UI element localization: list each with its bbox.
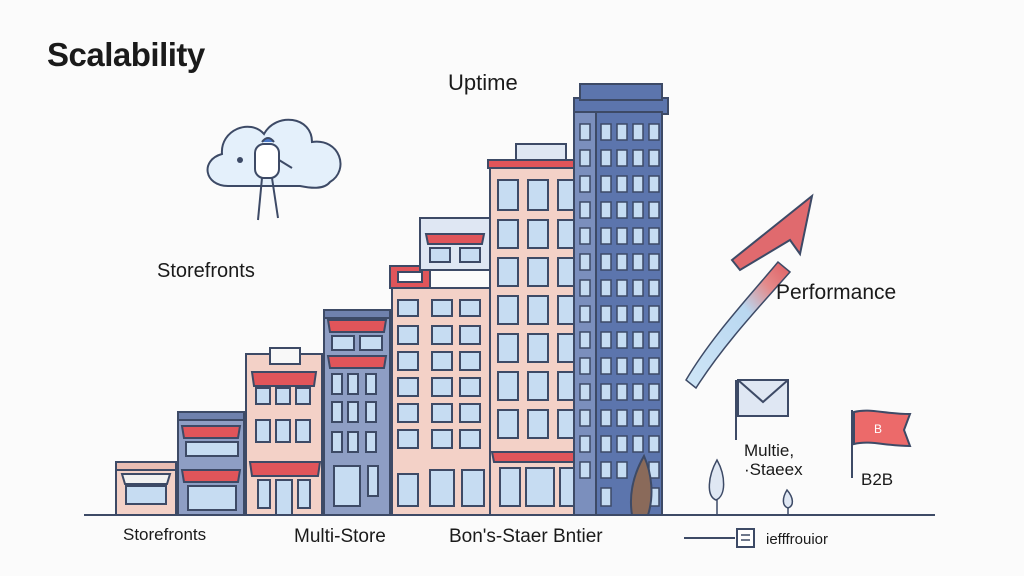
svg-text:B: B	[874, 422, 882, 436]
building-storefront	[177, 411, 245, 516]
storefronts-label-top: Storefronts	[157, 260, 255, 282]
building-blue-midrise	[323, 309, 391, 516]
building-skyscraper	[573, 83, 669, 516]
multie-stores-label: Multie, ·Staeex	[744, 441, 803, 479]
cloud-person-icon	[206, 118, 342, 221]
bons-staer-label: Bon's-Staer Bntier	[449, 526, 603, 547]
storefronts-label-bottom: Storefronts	[123, 525, 207, 544]
performance-label: Performance	[776, 281, 897, 304]
building-pink-tower	[389, 265, 491, 516]
building-light-upper	[419, 217, 491, 271]
legend-label: iefffrouior	[766, 531, 828, 548]
tree-icon	[708, 458, 794, 514]
page-title: Scalability	[47, 36, 205, 73]
uptime-label: Uptime	[448, 70, 518, 95]
multi-store-label: Multi-Store	[294, 526, 386, 547]
building-multi-store	[245, 347, 323, 516]
envelope-icon	[735, 379, 789, 440]
legend-marker	[684, 528, 755, 548]
b2b-label: B2B	[861, 470, 894, 489]
building-small-shop	[115, 461, 177, 516]
flag-icon: B	[851, 409, 912, 478]
growth-arrow-icon	[685, 193, 814, 390]
